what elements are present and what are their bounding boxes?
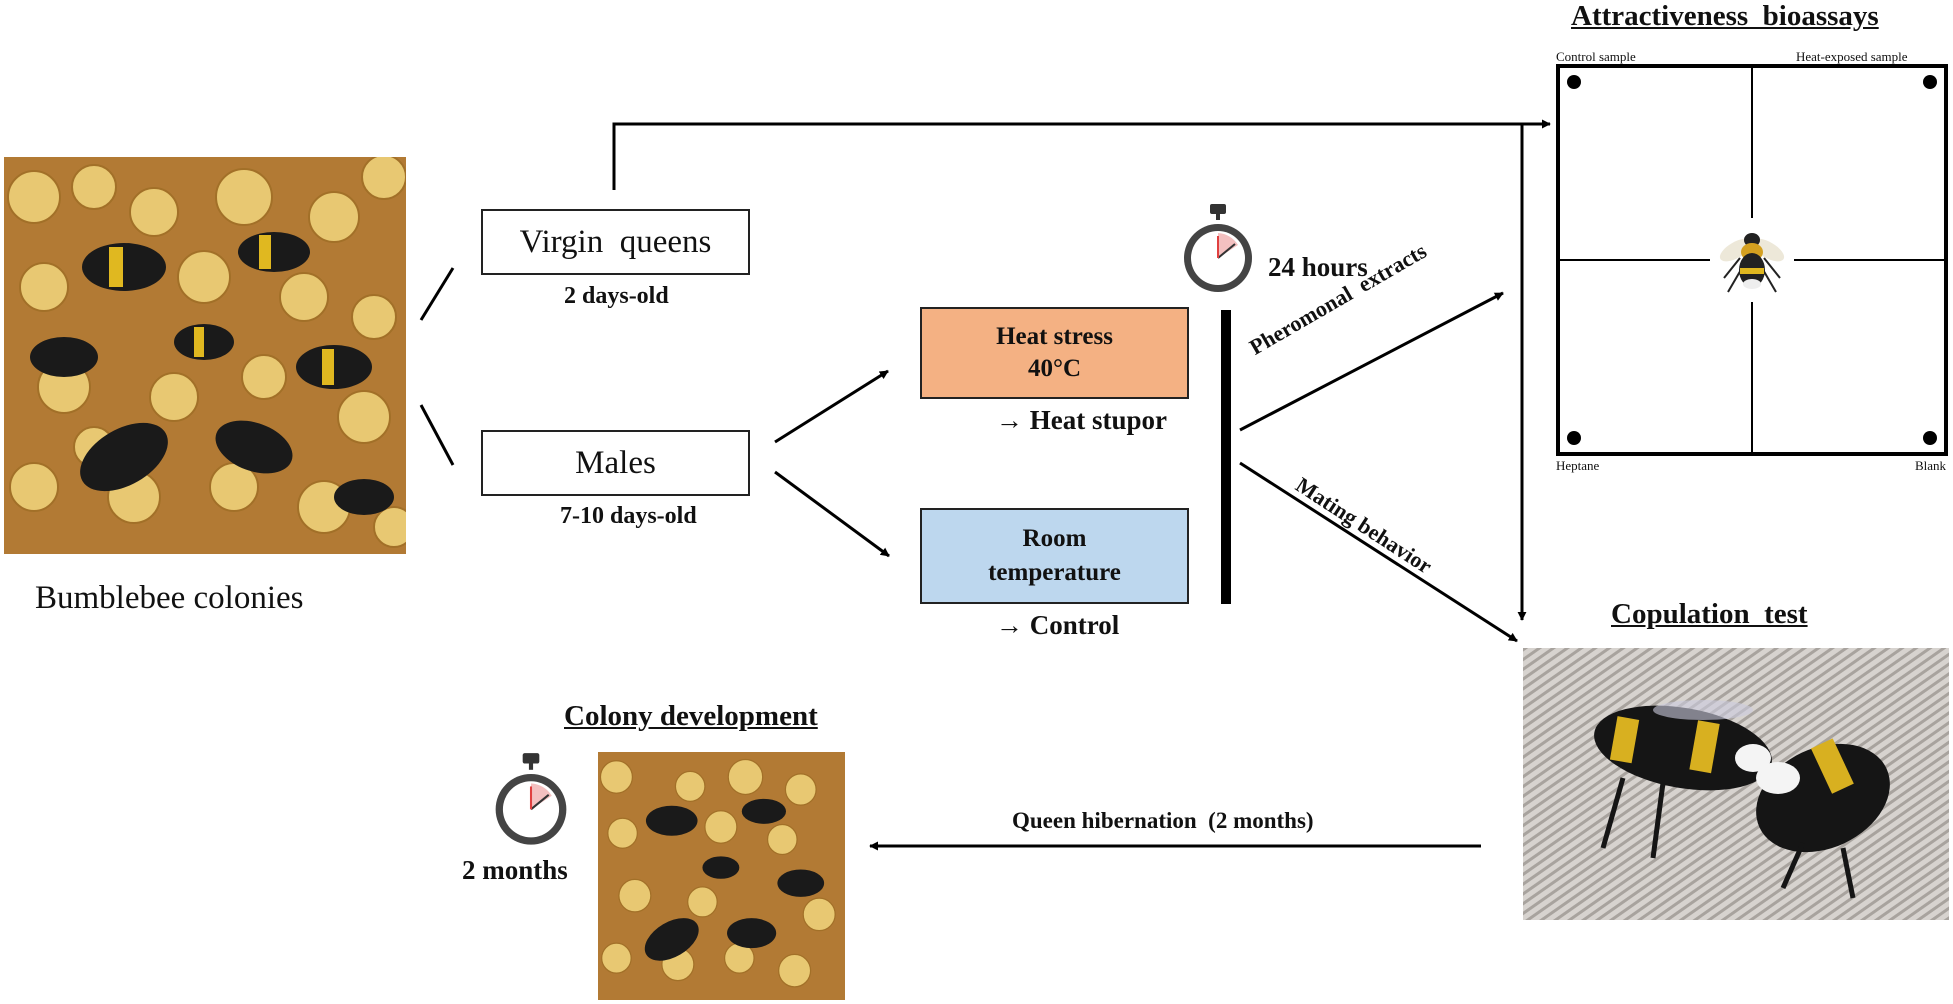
heat-stress-line2: 40°C bbox=[1027, 355, 1082, 382]
mating-bees-photo bbox=[1523, 648, 1949, 920]
bioassay-bottom-right-label: Blank bbox=[1915, 458, 1947, 473]
bioassay-top-right-label: Heat-exposed sample bbox=[1796, 49, 1908, 64]
males-age: 7-10 days-old bbox=[560, 503, 697, 529]
virgin-queens-label: Virgin queens bbox=[519, 223, 712, 260]
heat-sample-dot bbox=[1923, 75, 1937, 89]
colony-development-title: Colony development bbox=[564, 700, 818, 732]
colony-to-queens-line bbox=[419, 267, 455, 321]
heat-stress-line1: Heat stress bbox=[996, 323, 1113, 350]
stopwatch-icon bbox=[1180, 200, 1256, 300]
heptane-dot bbox=[1567, 431, 1581, 445]
colony-dev-time: 2 months bbox=[462, 855, 568, 885]
virgin-queens-box: Virgin queens bbox=[481, 209, 750, 275]
bioassay-title: Attractiveness bioassays bbox=[1571, 0, 1879, 32]
colony-development-photo bbox=[598, 752, 845, 1000]
queens-age: 2 days-old bbox=[564, 283, 669, 309]
room-line2: temperature bbox=[988, 559, 1121, 586]
males-to-room-arrow bbox=[774, 470, 890, 558]
colonies-label: Bumblebee colonies bbox=[35, 580, 304, 616]
room-outcome-label: Control bbox=[1029, 610, 1120, 640]
queens-to-bioassay-arrow bbox=[612, 119, 1551, 190]
colony-to-males-line bbox=[419, 404, 455, 466]
room-outcome: → Control bbox=[996, 610, 1119, 641]
bioassay-bottom-left-label: Heptane bbox=[1556, 458, 1600, 473]
room-line1: Room bbox=[1022, 525, 1087, 552]
males-label: Males bbox=[575, 444, 656, 481]
control-sample-dot bbox=[1567, 75, 1581, 89]
heat-stress-box: Heat stress 40°C bbox=[920, 307, 1189, 399]
arrow-right-icon: → bbox=[996, 405, 1030, 435]
males-box: Males bbox=[481, 430, 750, 496]
stopwatch-icon bbox=[491, 749, 571, 853]
timer-24h-label: 24 hours bbox=[1268, 252, 1368, 282]
bumblebee-colony-photo bbox=[4, 157, 406, 554]
males-to-heat-arrow bbox=[774, 369, 889, 444]
arrow-right-icon: → bbox=[996, 610, 1030, 640]
bioassay-top-left-label: Control sample bbox=[1556, 49, 1636, 64]
heat-outcome-label: Heat stupor bbox=[1029, 405, 1167, 435]
blank-dot bbox=[1923, 431, 1937, 445]
copulation-title: Copulation test bbox=[1611, 598, 1808, 630]
bioassay-arena bbox=[1556, 64, 1948, 456]
bumblebee-icon bbox=[1710, 218, 1794, 302]
pheromonal-arrow bbox=[1239, 291, 1504, 432]
hibernation-label: Queen hibernation (2 months) bbox=[1012, 808, 1314, 833]
heat-outcome: → Heat stupor bbox=[996, 405, 1167, 436]
room-temperature-box: Room temperature bbox=[920, 508, 1189, 604]
mating-arrow bbox=[1239, 461, 1518, 643]
